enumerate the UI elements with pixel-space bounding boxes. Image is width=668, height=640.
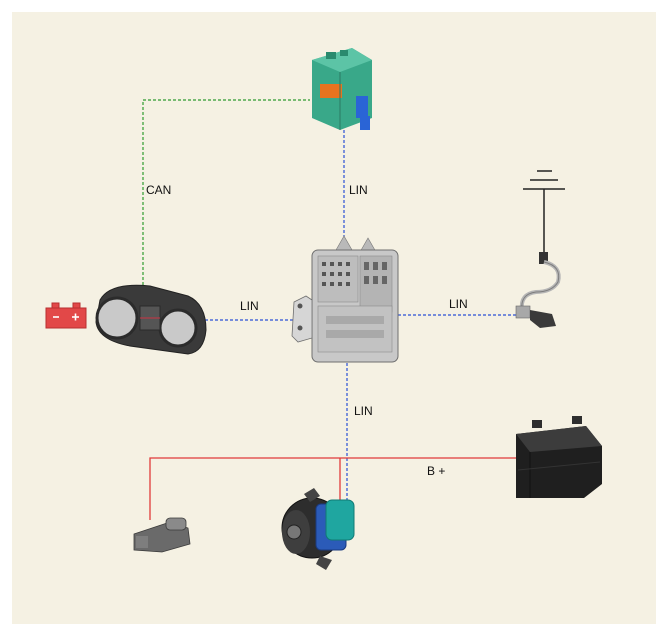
power-line [149, 457, 516, 520]
bcm-module-icon [312, 48, 372, 130]
lin-label-left: LIN [240, 299, 259, 313]
ground-symbol-icon [523, 170, 565, 254]
b-plus-label: B + [427, 464, 446, 478]
can-label: CAN [146, 183, 172, 197]
battery-sensor-icon [515, 252, 561, 328]
wiring [142, 99, 525, 520]
alternator-icon [281, 488, 355, 570]
starter-motor-icon [133, 517, 191, 553]
lin-label-top: LIN [349, 183, 368, 197]
gauge-cluster-icon [95, 284, 207, 355]
battery-warning-icon [45, 302, 87, 329]
lin-label-right: LIN [449, 297, 468, 311]
junction-box-icon [291, 235, 399, 363]
can-line [142, 99, 310, 290]
car-battery-icon [516, 416, 602, 498]
lin-label-bottom: LIN [354, 404, 373, 418]
